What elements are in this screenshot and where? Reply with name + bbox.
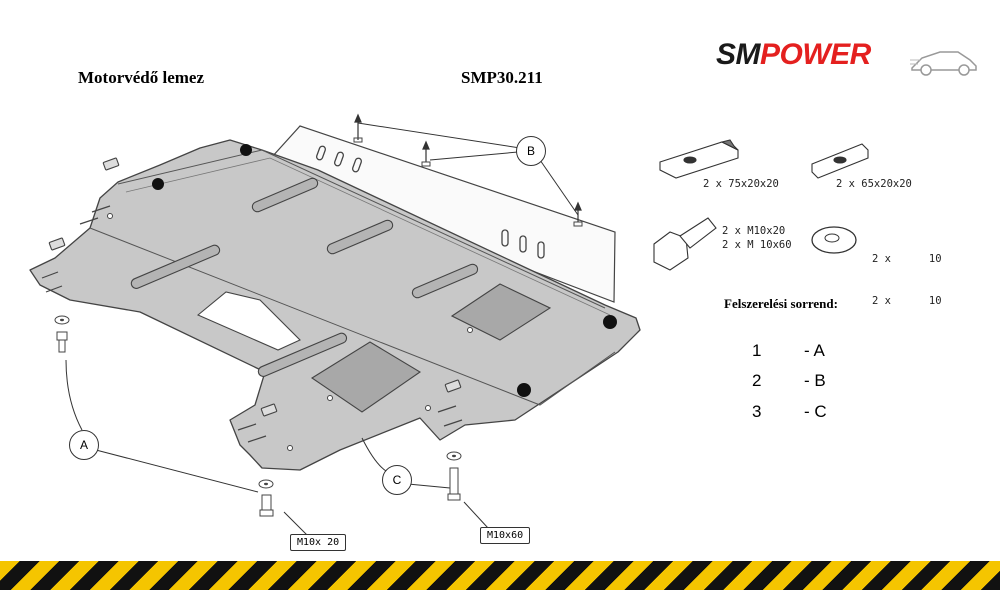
washer-label-2: 2 x 10 (872, 295, 942, 307)
plate-small-label: 2 x 65x20x20 (836, 178, 912, 190)
bolt-labels: 2 x M10x20 2 x M 10x60 (722, 224, 792, 252)
callout-b: B (516, 136, 546, 166)
plate-small-drawing (811, 143, 869, 179)
washer-drawing (811, 226, 857, 254)
step-label: - B (804, 371, 826, 390)
install-step-3: 3 - C (752, 402, 827, 422)
bolt-label-1: 2 x M10x20 (722, 225, 786, 237)
car-silhouette-icon (910, 51, 977, 76)
brand-logo: SMPOWER (716, 38, 871, 72)
install-order-heading: Felszerelési sorrend: (724, 296, 838, 311)
washer-labels: 2 x 10 2 x 10 (872, 224, 942, 322)
logo-part2: POWER (760, 38, 871, 71)
step-number: 1 (752, 341, 762, 360)
washer-label-1: 2 x 10 (872, 253, 942, 265)
hazard-stripe-footer (0, 561, 1000, 590)
bolt-label-2: 2 x M 10x60 (722, 239, 792, 251)
bolt-size-short: M10x 20 (290, 534, 347, 551)
bolt-drawing (653, 217, 717, 271)
plate-large-label: 2 x 75x20x20 (703, 178, 779, 190)
skid-plate (29, 139, 641, 471)
step-label: - A (804, 341, 825, 360)
logo-part1: SM (716, 38, 761, 71)
access-panel-right (450, 283, 552, 341)
install-step-1: 1 - A (752, 341, 825, 361)
step-label: - C (804, 402, 827, 421)
install-step-2: 2 - B (752, 371, 826, 391)
step-number: 2 (752, 371, 762, 390)
callout-c: C (382, 465, 412, 495)
step-number: 3 (752, 402, 762, 421)
center-cutout (196, 291, 301, 351)
callout-a: A (69, 430, 99, 460)
access-panel-center (310, 341, 422, 413)
plate-large-drawing (659, 139, 739, 179)
part-number: SMP30.211 (461, 68, 543, 87)
bolt-size-long: M10x60 (480, 527, 531, 544)
page-title: Motorvédő lemez (78, 68, 205, 87)
